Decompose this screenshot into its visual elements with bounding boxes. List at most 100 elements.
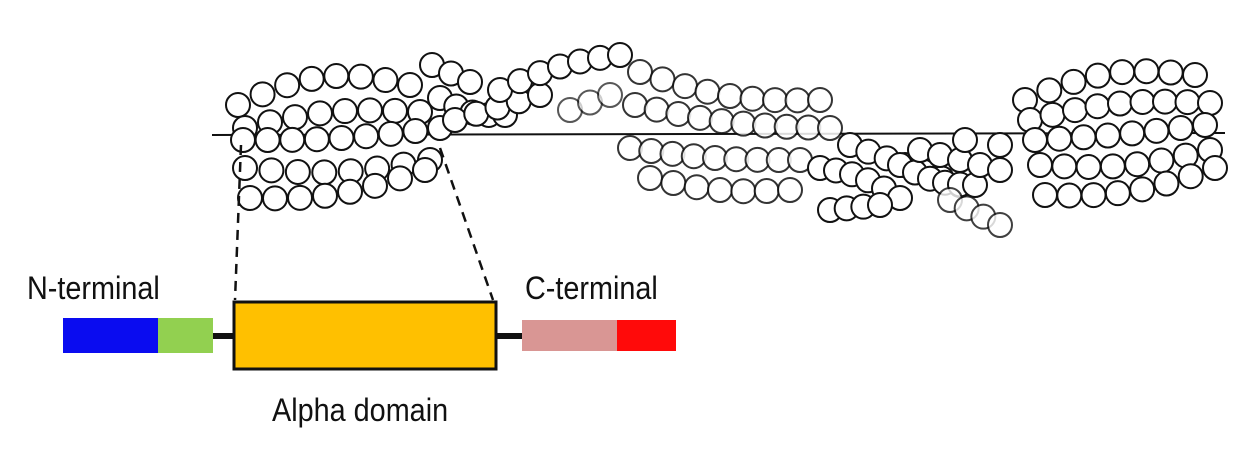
n-terminal-label: N-terminal (27, 270, 160, 306)
bead (347, 63, 374, 90)
bead (694, 78, 721, 105)
bead (607, 42, 633, 68)
bead (1099, 153, 1126, 180)
bead (1084, 62, 1111, 89)
bead (279, 126, 306, 153)
bead (249, 81, 276, 108)
bead (284, 158, 311, 185)
bead (867, 192, 893, 218)
bead (762, 87, 788, 114)
bead (597, 82, 623, 108)
bead (1119, 120, 1146, 147)
bead (817, 115, 843, 141)
bead (1056, 182, 1083, 209)
bead (1060, 68, 1087, 95)
bead (1080, 182, 1107, 209)
bead (382, 97, 408, 124)
bead (1177, 163, 1204, 190)
bead (262, 185, 288, 212)
bead (672, 73, 698, 100)
bead (1192, 112, 1218, 138)
bead (660, 170, 687, 196)
bead (952, 127, 978, 153)
bead (1152, 88, 1178, 115)
bead (274, 72, 301, 99)
bead (1133, 58, 1160, 85)
bead (708, 108, 735, 135)
bead (332, 98, 358, 125)
bead (237, 185, 263, 211)
bead (637, 165, 663, 191)
bead (442, 107, 468, 133)
bead (1124, 151, 1151, 178)
bead (230, 127, 256, 153)
bead (232, 155, 258, 181)
bead (643, 96, 670, 123)
bead (717, 83, 743, 109)
n-terminal-segment-blue (63, 318, 158, 353)
c-terminal-segment-pink (522, 320, 617, 351)
bead (987, 157, 1013, 183)
bead (753, 178, 780, 204)
bead (795, 114, 822, 141)
bead (353, 123, 380, 150)
bead (752, 112, 778, 139)
dashed-connector-left (233, 144, 243, 301)
bead (730, 110, 757, 137)
c-terminal-segment-red (617, 320, 676, 351)
bead (303, 126, 330, 153)
bead (397, 72, 423, 98)
bead (987, 212, 1013, 238)
bead (1084, 93, 1111, 120)
bead (1051, 153, 1078, 180)
bead (463, 100, 490, 127)
bead (1197, 90, 1223, 116)
bead-chain (225, 42, 1228, 238)
bead (372, 67, 399, 94)
bead (1157, 59, 1184, 86)
bead (1182, 62, 1208, 88)
bead (1167, 115, 1194, 142)
bead (312, 182, 338, 209)
bead (1129, 88, 1156, 115)
bead (1109, 59, 1136, 86)
bead (665, 100, 692, 127)
bead (1107, 90, 1133, 117)
bead (1129, 176, 1156, 203)
bead (649, 66, 676, 93)
bead (1148, 147, 1175, 174)
bead (1174, 89, 1201, 116)
bead (1039, 101, 1066, 128)
bead (1202, 155, 1228, 181)
bead (687, 104, 713, 131)
bead (362, 172, 388, 199)
bead (402, 118, 429, 145)
bead (457, 69, 483, 95)
bead (739, 85, 766, 112)
bead (282, 104, 308, 131)
bead (807, 87, 833, 113)
bead (659, 140, 686, 167)
bead (387, 165, 413, 192)
bead (307, 100, 333, 127)
bead (258, 157, 285, 184)
bead (254, 127, 281, 154)
bead (1036, 77, 1063, 104)
bead (773, 113, 800, 140)
bead (287, 184, 313, 211)
bead (638, 138, 665, 165)
bead (298, 65, 325, 92)
bead (412, 157, 438, 183)
bead (377, 120, 404, 147)
bead (1104, 180, 1131, 207)
bead (1143, 117, 1170, 144)
n-terminal-segment-green (158, 318, 213, 353)
bead (1153, 170, 1180, 197)
bead (777, 177, 803, 203)
bead (622, 92, 648, 118)
bead (1075, 153, 1102, 180)
bead (1094, 122, 1121, 149)
bead (328, 125, 355, 151)
